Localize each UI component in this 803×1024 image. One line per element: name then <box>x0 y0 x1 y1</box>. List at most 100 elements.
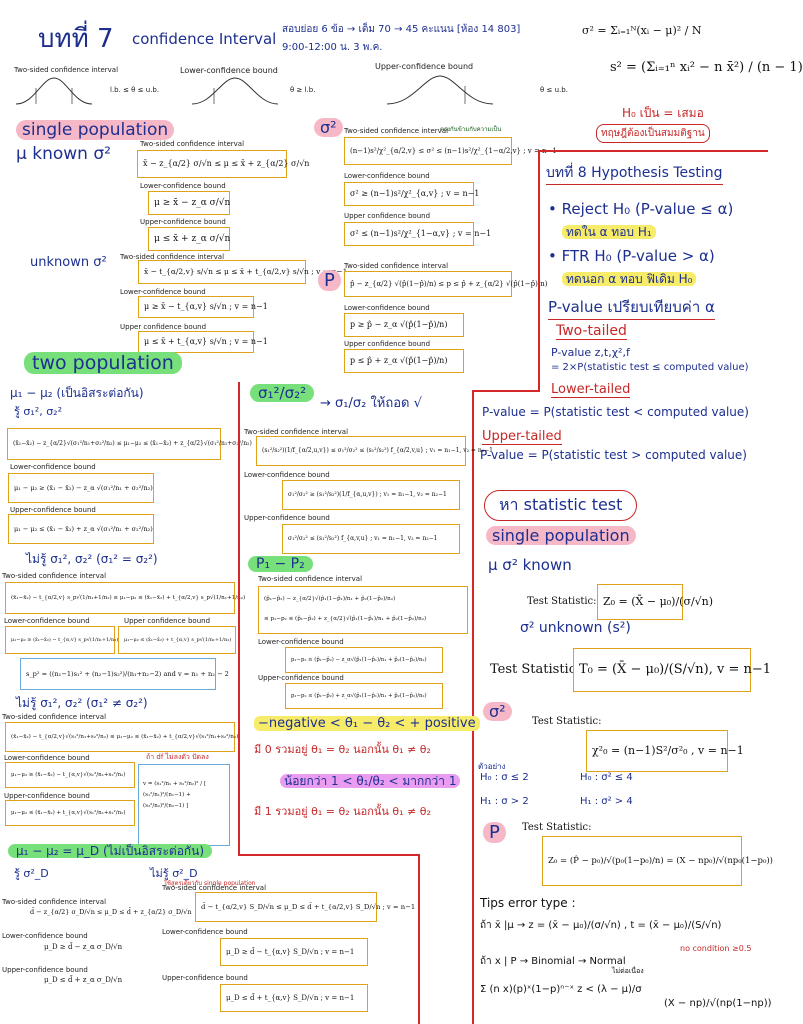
pdiff-upper-label: Upper-confidence bound <box>258 674 344 682</box>
unknown-unequal-variances-label: ไม่รู้ σ₁², σ₂² (σ₁² ≠ σ₂²) <box>16 696 148 710</box>
tips-condition: no condition ≥0.5 <box>680 944 752 953</box>
ratio-interval: (s₁²/s₂²)(1/f_{α/2,u,v}) ≤ σ₁²/σ₂² ≤ (s₁… <box>256 436 493 466</box>
pooled-upper: μ₁−μ₂ ≤ (x̄₁−x̄₂) + t_{α,v} s_p√(1/n₁+1/… <box>118 626 236 654</box>
sp-upper-label: Upper-confidence bound <box>140 218 226 226</box>
welch-two-sided-label: Two-sided confidence interval <box>2 713 107 721</box>
pdiff-interval-part-2: ≤ p₁−p₂ ≤ (p̂₁−p̂₂) + z_{α/2}√(p̂₁(1−p̂₁… <box>264 616 427 622</box>
paired-t-interval: d̄ − t_{α/2,v} S_D/√n ≤ μ_D ≤ d̄ + t_{α/… <box>195 892 415 922</box>
stat-mu-known-label: μ σ² known <box>488 556 572 574</box>
sp-t-lower-label: Lower-confidence bound <box>120 288 206 296</box>
two-tailed-formula-1: P-value z,t,χ²,f <box>551 346 630 359</box>
pdiff-interval-part-1: (p̂₁−p̂₂) − z_{α/2}√(p̂₁(1−p̂₁)/n₁ + p̂₂… <box>264 596 396 602</box>
welch-df-note: ถ้า df ไม่ลงตัว ปัดลง <box>146 753 209 761</box>
paired-note: ใช้สูตรเดียวกับ single population <box>164 880 256 887</box>
paired-mean-label: μ₁ − μ₂ = μ_D (ไม่เป็นอิสระต่อกัน) <box>8 844 213 858</box>
upper-tailed-label: Upper-tailed <box>482 429 562 445</box>
sp-t-interval: x̄ − t_{α/2,v} s/√n ≤ μ ≤ x̄ + t_{α/2,v}… <box>138 260 347 284</box>
pooled-upper-label: Upper confidence bound <box>124 617 211 625</box>
tips-title: Tips error type : <box>480 896 576 910</box>
population-variance-formula: σ² = Σᵢ₌₁ᴺ(xᵢ − μ)² / N <box>582 24 702 37</box>
sp-z-interval: x̄ − z_{α/2} σ/√n ≤ μ ≤ x̄ + z_{α/2} σ/√… <box>137 150 309 178</box>
tips-line-1: ถ้า x̄ |μ → z = (x̄ − μ₀)/(σ/√n) , t = (… <box>480 920 722 931</box>
stat-unknown-label: σ² unknown (s²) <box>520 620 631 636</box>
two-tailed-label: Two-tailed <box>556 323 627 340</box>
chapter7-title-thai: บทที่ 7 <box>38 24 114 54</box>
sp-t-upper: μ ≤ x̄ + t_{α,v} s/√n ; v = n−1 <box>138 331 268 353</box>
mean-difference-label: μ₁ − μ₂ (เป็นอิสระต่อกัน) <box>10 386 144 400</box>
pvalue-definition: P-value เปรียบเทียบค่า α <box>548 295 715 320</box>
stat-proportion-symbol: P <box>483 822 506 843</box>
ratio-lower-label: Lower-confidence bound <box>244 471 330 479</box>
var-lower: σ² ≥ (n−1)s²/χ²_{α,v} ; v = n−1 <box>344 182 479 206</box>
upper-bound-curve-icon <box>386 75 494 105</box>
var-two-sided-label: Two-sided confidence interval <box>344 127 449 135</box>
paired-unknown-label: ไม่รู้ σ²_D <box>150 867 198 880</box>
test-stat-p-label: Test Statistic: <box>522 822 592 833</box>
two-pop-z-lower-label: Lower-confidence bound <box>10 463 96 471</box>
paired-z-lower-label: Lower-confidence bound <box>2 932 88 940</box>
var-note: ตรงกันข้ามกับความเป็น <box>440 126 502 133</box>
ratio-rule: น้อยกว่า 1 < θ₁/θ₂ < มากกว่า 1 <box>280 774 461 788</box>
lower-tailed-formula: P-value = P(statistic test < computed va… <box>482 405 749 419</box>
var-interval: (n−1)s²/χ²_{α/2,v} ≤ σ² ≤ (n−1)s²/χ²_{1−… <box>344 137 557 165</box>
paired-z-interval: d̄ − z_{α/2} σ_D/√n ≤ μ_D ≤ d̄ + z_{α/2}… <box>30 908 192 916</box>
two-tailed-formula-2: = 2×P(statistic test ≤ computed value) <box>551 362 749 373</box>
test-stat-t-label: Test Statistic: <box>490 662 581 677</box>
welch-lower-label: Lower-confidence bound <box>4 754 90 762</box>
paired-t-upper-label: Upper-confidence bound <box>162 974 248 982</box>
paired-z-two-sided-label: Two-sided confidence interval <box>2 898 107 906</box>
upper-condition: θ ≤ u.b. <box>540 86 568 94</box>
hypothesis-h1-a: H₁ : σ > 2 <box>480 796 529 807</box>
bounds-two-sided-label: Two-sided confidence interval <box>14 66 119 74</box>
unknown-equal-variances-label: ไม่รู้ σ₁², σ₂² (σ₁² = σ₂²) <box>26 552 158 566</box>
test-stat-chi-label: Test Statistic: <box>532 716 602 727</box>
hypothesis-h0-a: H₀ : σ ≤ 2 <box>480 772 529 783</box>
sp-lower-label: Lower-confidence bound <box>140 182 226 190</box>
ratio-lower: σ₁²/σ₂² ≥ (s₁²/s₂²)(1/f_{α,u,v}) ; v₁ = … <box>282 480 460 510</box>
pooled-lower: μ₁−μ₂ ≥ (x̄₁−x̄₂) − t_{α,v} s_p√(1/n₁+1/… <box>5 626 118 654</box>
sp-two-sided-label: Two-sided confidence interval <box>140 140 245 148</box>
welch-upper-label: Upper-confidence bound <box>4 792 90 800</box>
sample-variance-formula: s² = (Σᵢ₌₁ⁿ xᵢ² − n x̄²) / (n − 1) <box>610 60 803 75</box>
bounds-lower-label: Lower-confidence bound <box>180 66 278 75</box>
pdiff-lower-label: Lower-confidence bound <box>258 638 344 646</box>
unknown-variance-label: unknown σ² <box>30 255 107 270</box>
hypothesis-h0-b: H₀ : σ² ≤ 4 <box>580 772 633 783</box>
ftr-note: ทดนอก α ทอบ ฟิเดิม H₀ <box>562 272 697 286</box>
lower-tailed-label: Lower-tailed <box>551 382 631 398</box>
sp-t-upper-label: Upper confidence bound <box>120 323 207 331</box>
proportion-section-symbol: P <box>318 270 341 291</box>
exam-note-1: สอบย่อย 6 ข้อ → เต็ม 70 → 45 คะแนน [ห้อง… <box>282 24 521 35</box>
single-population-title: single population <box>16 120 175 140</box>
sp-z-lower: μ ≥ x̄ − z_α σ/√n <box>148 191 230 215</box>
paired-known-label: รู้ σ²_D <box>14 867 49 880</box>
hypothesis-h1-b: H₁ : σ² > 4 <box>580 796 633 807</box>
test-stat-t0: T₀ = (X̄ − μ₀)/(S/√n), v = n−1 <box>573 648 771 692</box>
prop-upper-label: Upper confidence bound <box>344 340 431 348</box>
variance-ratio-note: → σ₁/σ₂ ให้ถอด √ <box>320 396 422 411</box>
two-sided-curve-icon <box>15 77 93 105</box>
welch-lower: μ₁−μ₂ ≥ (x̄₁−x̄₂) − t_{α,v}√(s₁²/n₁+s₂²/… <box>5 762 135 788</box>
interval-condition: l.b. ≤ θ ≤ u.b. <box>110 86 160 94</box>
two-pop-z-upper-label: Upper-confidence bound <box>10 506 96 514</box>
variance-section-symbol: σ² <box>314 118 343 137</box>
welch-interval: (x̄₁−x̄₂) − t_{α/2,v}√(s₁²/n₁+s₂²/n₂) ≤ … <box>5 722 238 752</box>
sp-t-lower: μ ≥ x̄ − t_{α,v} s/√n ; v = n−1 <box>138 296 268 318</box>
test-stat-z-label: Test Statistic: <box>527 596 597 607</box>
two-pop-z-upper: μ₁ − μ₂ ≤ (x̄₁ − x̄₂) + z_α √(σ₁²/n₁ + σ… <box>8 514 154 544</box>
prop-two-sided-label: Two-sided confidence interval <box>344 262 449 270</box>
test-stat-z0-proportion: Z₀ = (P̂ − p₀)/√(p₀(1−p₀)/n) = (X − np₀)… <box>542 836 773 886</box>
welch-df-formula: v = (s₁²/n₁ + s₂²/n₂)² / [ (s₁²/n₁)²/(n₁… <box>138 764 230 846</box>
chapter8-title: บทที่ 8 Hypothesis Testing <box>546 162 723 185</box>
pooled-lower-label: Lower-confidence bound <box>4 617 90 625</box>
pooled-variance-formula: s_p² = ((n₁−1)s₁² + (n₂−1)s₂²)/(n₁+n₂−2)… <box>20 658 229 690</box>
pooled-interval: (x̄₁−x̄₂) − t_{α/2,v} s_p√(1/n₁+1/n₂) ≤ … <box>5 582 245 614</box>
stat-single-population-title: single population <box>486 526 636 545</box>
tips-line-2: ถ้า x | P → Binomial → Normal <box>480 956 626 967</box>
test-stat-chi2: χ²₀ = (n−1)S²/σ²₀ , v = n−1 <box>586 730 744 772</box>
paired-z-lower: μ_D ≥ d̄ − z_α σ_D/√n <box>44 943 123 951</box>
h0-note-1: H₀ เป็น = เสมอ <box>622 106 704 120</box>
prop-interval: p̂ − z_{α/2} √(p̂(1−p̂)/n) ≤ p ≤ p̂ + z_… <box>344 271 548 297</box>
proportion-difference-title: P₁ − P₂ <box>248 556 313 572</box>
paired-t-lower-label: Lower-confidence bound <box>162 928 248 936</box>
